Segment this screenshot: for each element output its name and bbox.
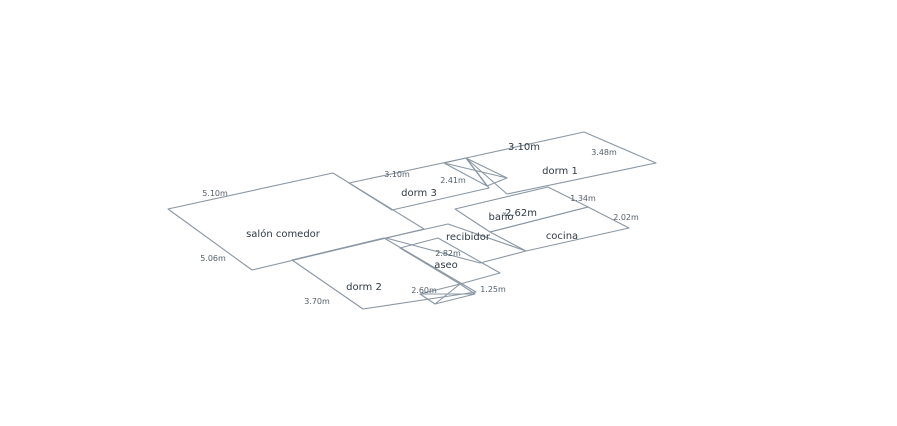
dim-dorm2-bottom: 3.70m [304, 297, 330, 306]
room-dorm-2[interactable] [291, 237, 477, 310]
room-aseo[interactable] [399, 237, 501, 285]
room-recibidor[interactable] [385, 223, 527, 264]
label-dorm-2: dorm 2 [346, 282, 382, 293]
room-cocina[interactable] [489, 206, 630, 252]
label-cocina: cocina [546, 231, 578, 242]
dim-dorm3-top: 3.10m [384, 170, 410, 179]
dim-aseo-top: 2.82m [435, 249, 461, 258]
dim-salon-left: 5.06m [200, 254, 226, 263]
dim-bano-top: 2.62m [505, 208, 537, 219]
dim-dorm2-closet: 2.60m [411, 286, 437, 295]
label-bano: baño [489, 212, 514, 223]
dim-salon-top: 5.10m [202, 189, 228, 198]
dim-closet-right: 1.25m [480, 285, 506, 294]
dim-dorm1-right: 3.48m [591, 148, 617, 157]
label-aseo: aseo [434, 260, 458, 271]
label-salon-comedor: salón comedor [246, 228, 321, 240]
room-dorm-1[interactable] [465, 131, 657, 195]
dim-dorm3-closet: 2.41m [440, 176, 466, 185]
dim-dorm1-top: 3.10m [508, 142, 540, 153]
closet-dorm-2-diagonal-b [434, 283, 461, 305]
label-dorm-3: dorm 3 [401, 188, 437, 199]
label-recibidor: recibidor [446, 232, 491, 243]
room-dorm-3[interactable] [348, 157, 490, 211]
dim-cocina-right: 2.02m [613, 213, 639, 222]
dim-bano-right: 1.34m [570, 194, 596, 203]
label-dorm-1: dorm 1 [542, 166, 578, 177]
closet-dorm-3-diagonal-b [465, 157, 488, 187]
